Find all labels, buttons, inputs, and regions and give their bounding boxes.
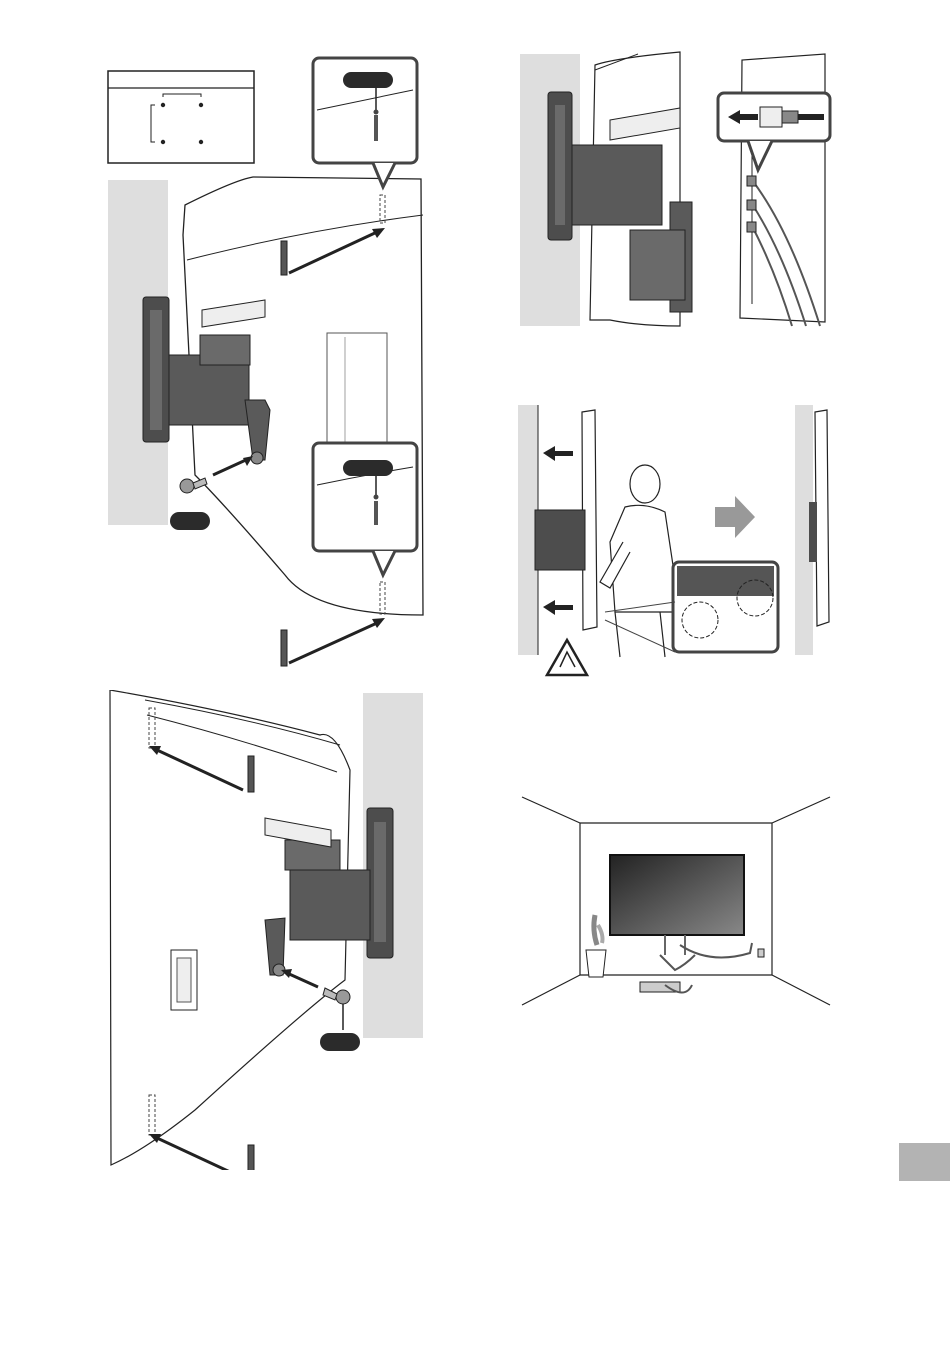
attach-right-figure: [105, 690, 430, 1170]
callout-magnifier-icon: [313, 58, 417, 187]
section-tab: [899, 1143, 950, 1181]
arrow-right-icon: [715, 496, 755, 538]
arrow-icon: [289, 623, 377, 663]
outlet-icon: [758, 949, 764, 957]
tv-icon: [610, 855, 752, 993]
arrow-left-icon: [543, 600, 573, 615]
attach-left-figure: [105, 55, 435, 675]
caution-pinch-icon: [547, 640, 587, 675]
pill-label: [170, 512, 210, 530]
pill-label: [320, 1033, 360, 1051]
room-install-figure: [520, 795, 835, 1010]
person-icon: [600, 465, 680, 657]
plant-icon: [586, 915, 606, 977]
push-to-wall-figure: [515, 402, 835, 682]
screw-icon: [323, 988, 350, 1004]
cable-connect-figure: [520, 50, 840, 328]
screw-icon: [180, 478, 207, 493]
arrow-left-icon: [543, 446, 573, 461]
arrow-icon: [157, 1138, 243, 1170]
